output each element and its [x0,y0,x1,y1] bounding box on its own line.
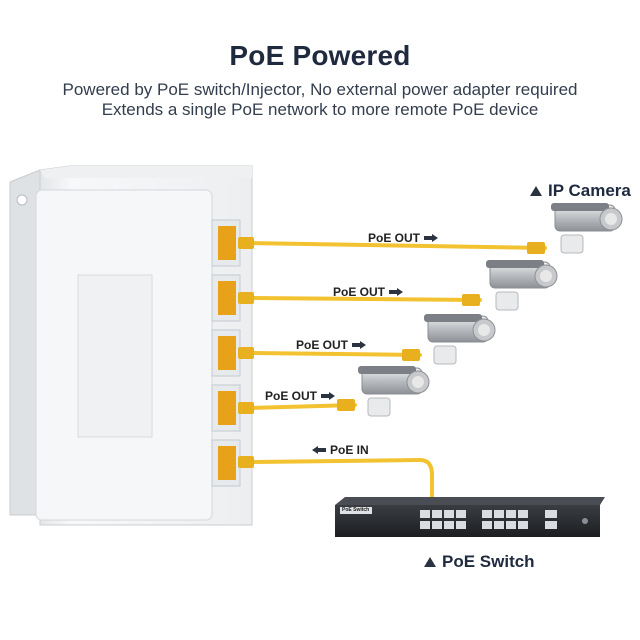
poe-out-label-3: PoE OUT [296,338,367,352]
rj45-plugs [238,237,545,512]
arrow-right-icon [389,288,404,296]
ip-camera-icon [486,260,558,311]
poe-switch-text: PoE Switch [442,552,535,571]
poe-out-text: PoE OUT [333,285,386,299]
arrow-left-icon [312,446,326,454]
poe-switch-label: PoE Switch [424,552,535,572]
poe-out-label-4: PoE OUT [265,389,336,403]
ethernet-port-icon [211,219,241,487]
switch-brand-label: PoE Switch [342,507,370,513]
poe-in-text: PoE IN [330,443,369,457]
ip-camera-icon [551,203,623,254]
ip-camera-icon [424,314,496,365]
arrow-right-icon [424,234,439,242]
poe-extender-device [9,165,253,526]
poe-out-text: PoE OUT [296,338,349,352]
arrow-right-icon [352,341,367,349]
arrow-right-icon [321,392,336,400]
poe-out-label-2: PoE OUT [333,285,404,299]
page-title: PoE Powered [229,40,411,71]
poe-out-text: PoE OUT [368,231,421,245]
poe-in-label: PoE IN [312,443,369,457]
ip-camera-label: IP Camera [530,181,631,201]
ip-camera-text: IP Camera [548,181,631,200]
triangle-up-icon [530,186,542,196]
poe-switch-device [335,497,605,537]
triangle-up-icon [424,557,436,567]
ip-camera-icon [358,366,430,417]
poe-out-label-1: PoE OUT [368,231,439,245]
subtitle-line-2: Extends a single PoE network to more rem… [101,100,539,119]
subtitle-line-1: Powered by PoE switch/Injector, No exter… [62,80,578,99]
poe-out-text: PoE OUT [265,389,318,403]
